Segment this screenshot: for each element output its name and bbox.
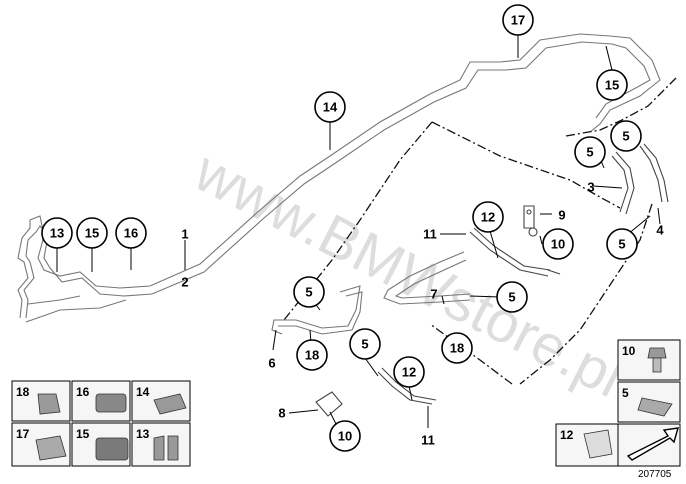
legend-16-number: 16: [76, 385, 90, 399]
callout-12-mid: 12: [472, 201, 504, 233]
clip-18-icon: [37, 393, 61, 415]
brake-hose-3: [611, 151, 635, 215]
callout-5-e: 5: [293, 276, 325, 308]
legend-10-number: 10: [622, 344, 636, 358]
callout-5-b: 5: [610, 120, 642, 152]
callout-5-a: 5: [574, 136, 606, 168]
bracket-mid: [523, 205, 535, 229]
svg-text:16: 16: [124, 226, 138, 241]
svg-text:14: 14: [323, 100, 338, 115]
label-7: 7: [430, 287, 437, 302]
label-1: 1: [181, 227, 188, 242]
svg-text:15: 15: [605, 78, 619, 93]
svg-text:10: 10: [338, 429, 352, 444]
clip-5-icon: [637, 397, 673, 417]
brake-hose-mid: [469, 227, 561, 277]
svg-text:15: 15: [85, 226, 99, 241]
clip-13-icon: [153, 435, 179, 461]
callout-5-d: 5: [496, 281, 528, 313]
callout-18-a: 18: [296, 339, 328, 371]
callout-5-c: 5: [606, 228, 638, 260]
callout-13: 13: [41, 217, 73, 249]
legend-15-number: 15: [76, 427, 90, 441]
label-9: 9: [558, 208, 565, 223]
legend-10-box: [617, 339, 681, 381]
clip-14-icon: [153, 393, 187, 415]
clip-15-icon: [95, 437, 129, 461]
svg-text:5: 5: [586, 145, 593, 160]
legend-5-box: [617, 381, 681, 423]
label-11-mid: 11: [423, 227, 437, 242]
legend-17-number: 17: [16, 427, 30, 441]
label-4: 4: [656, 223, 664, 238]
callout-10-mid: 10: [542, 228, 574, 260]
legend-18-number: 18: [16, 385, 30, 399]
label-6: 6: [268, 356, 275, 371]
label-11-low: 11: [421, 433, 435, 448]
svg-text:18: 18: [450, 341, 464, 356]
svg-text:5: 5: [361, 337, 368, 352]
legend-13-number: 13: [136, 427, 150, 441]
bolt-10-icon: [647, 347, 667, 373]
callout-18-b: 18: [441, 332, 473, 364]
svg-text:12: 12: [402, 365, 416, 380]
svg-text:12: 12: [481, 210, 495, 225]
legend-14-number: 14: [136, 385, 150, 399]
brake-pipe-main: [17, 33, 661, 323]
svg-text:17: 17: [511, 13, 525, 28]
callout-5-f: 5: [349, 328, 381, 360]
clip-17-icon: [35, 435, 67, 461]
arrow-icon: [626, 427, 679, 461]
clip-12-icon: [583, 429, 613, 459]
svg-text:10: 10: [551, 237, 565, 252]
svg-text:13: 13: [50, 226, 64, 241]
plain-labels: 1 2 3 4 6 7 8 9 11 11: [181, 180, 664, 448]
label-8: 8: [278, 406, 285, 421]
svg-text:5: 5: [618, 237, 625, 252]
callout-14: 14: [314, 91, 346, 123]
legend-5-number: 5: [622, 386, 629, 400]
brake-pipe-7: [383, 251, 471, 305]
legend-12-number: 12: [560, 428, 574, 442]
svg-text:5: 5: [622, 129, 629, 144]
callout-17-top: 17: [502, 4, 534, 36]
bracket-low: [315, 391, 343, 417]
legend-clips: 18 16 14 17 15 13: [11, 380, 191, 467]
label-2: 2: [181, 275, 188, 290]
image-number: 207705: [638, 469, 672, 480]
svg-text:5: 5: [305, 285, 312, 300]
callout-15-left: 15: [76, 217, 108, 249]
svg-text:18: 18: [305, 348, 319, 363]
callout-10-low: 10: [329, 420, 361, 452]
clip-16-icon: [95, 393, 127, 413]
brake-hose-4: [639, 143, 669, 203]
bolt-mid: [528, 227, 538, 237]
callout-12-low: 12: [393, 356, 425, 388]
svg-text:5: 5: [508, 290, 515, 305]
callout-15-top: 15: [596, 69, 628, 101]
callout-16: 16: [115, 217, 147, 249]
legend-hardware: 10 5 12: [555, 339, 681, 467]
brake-pipe-6: [271, 285, 363, 335]
brake-hose-low: [377, 367, 437, 405]
label-3: 3: [587, 180, 594, 195]
